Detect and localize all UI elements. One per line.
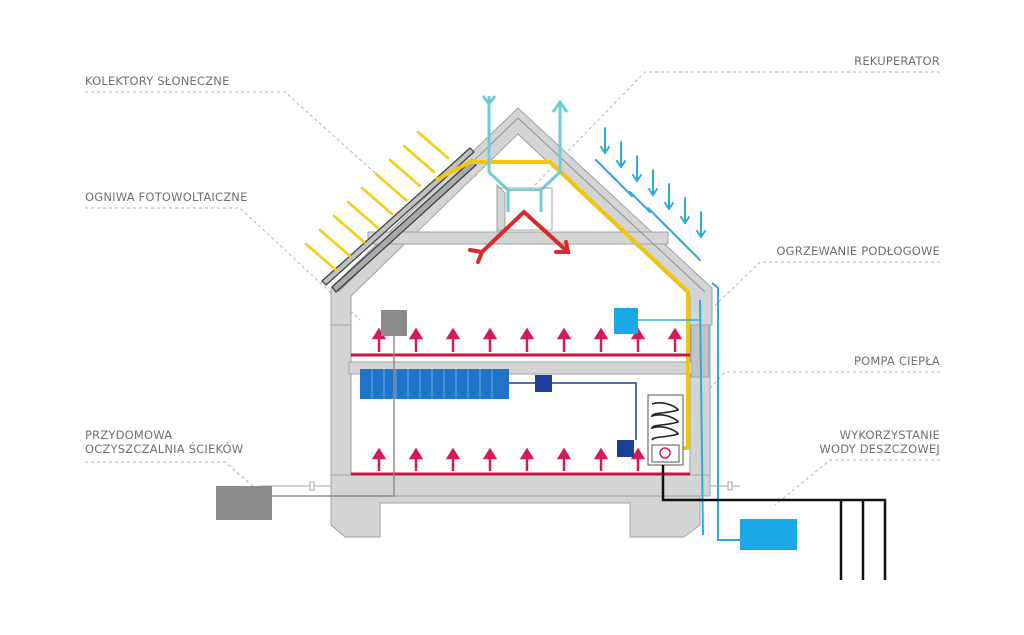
controller-box-upper (535, 375, 552, 392)
rain-pipe (699, 282, 740, 541)
label-sewage-plant: PRZYDOMOWA OCZYSZCZALNIA ŚCIEKÓW (85, 428, 243, 456)
label-sewage-line1: PRZYDOMOWA (85, 428, 173, 442)
leader-rainwater (774, 459, 940, 506)
heat-pump-unit (647, 394, 684, 466)
label-sewage-line2: OCZYSZCZALNIA ŚCIEKÓW (85, 442, 244, 456)
ground-floor-slab (330, 473, 711, 497)
label-rainwater-line2: WODY DESZCZOWEJ (819, 442, 940, 456)
radiator (360, 369, 509, 399)
solar-pipe (435, 160, 690, 450)
solar-panels (321, 147, 477, 293)
leader-lines (85, 71, 940, 506)
label-rainwater-line1: WYKORZYSTANIE (839, 428, 940, 442)
roof-details (337, 117, 706, 293)
label-rainwater: WYKORZYSTANIE WODY DESZCZOWEJ (819, 428, 940, 456)
label-recuperator: REKUPERATOR (854, 54, 940, 68)
floor-heating-slabs (351, 353, 690, 476)
floor-heat-arrows-upper (371, 327, 683, 352)
sewage-tank (216, 486, 272, 520)
sewage-pipe (272, 336, 395, 497)
label-heat-pump-text: POMPA CIEPŁA (854, 354, 940, 368)
label-floor-heating-text: OGRZEWANIE PODŁOGOWE (776, 244, 940, 258)
leader-photovoltaic (85, 207, 361, 321)
rainwater-tank (740, 519, 797, 550)
label-photovoltaic: OGNIWA FOTOWOLTAICZNE (85, 190, 248, 204)
label-floor-heating: OGRZEWANIE PODŁOGOWE (776, 244, 940, 258)
label-heat-pump: POMPA CIEPŁA (854, 354, 940, 368)
rain-arrows (595, 127, 706, 261)
label-photovoltaic-text: OGNIWA FOTOWOLTAICZNE (85, 190, 248, 204)
recuperator-unit (496, 187, 553, 231)
leader-sewage (85, 461, 256, 489)
ground-markers (309, 481, 733, 491)
leader-floor-heating (699, 261, 940, 321)
warm-air-outlets (468, 210, 571, 264)
leader-recuperator (529, 71, 940, 191)
label-solar-collectors: KOLEKTORY SŁONECZNE (85, 74, 230, 88)
sun-rays (304, 130, 450, 272)
floor-heat-arrows-lower (371, 447, 646, 471)
leader-heat-pump (689, 371, 940, 411)
recuperator-ducts (481, 95, 569, 212)
cyan-box-upper (614, 308, 638, 334)
grey-box-upper (381, 310, 407, 336)
label-solar-collectors-text: KOLEKTORY SŁONECZNE (85, 74, 230, 88)
label-recuperator-text: REKUPERATOR (854, 54, 940, 68)
control-lines (509, 382, 637, 440)
foundation (330, 495, 701, 538)
ground-heat-pipes (661, 465, 887, 580)
controller-box-lower (617, 440, 634, 457)
leader-solar-collectors (85, 91, 406, 201)
